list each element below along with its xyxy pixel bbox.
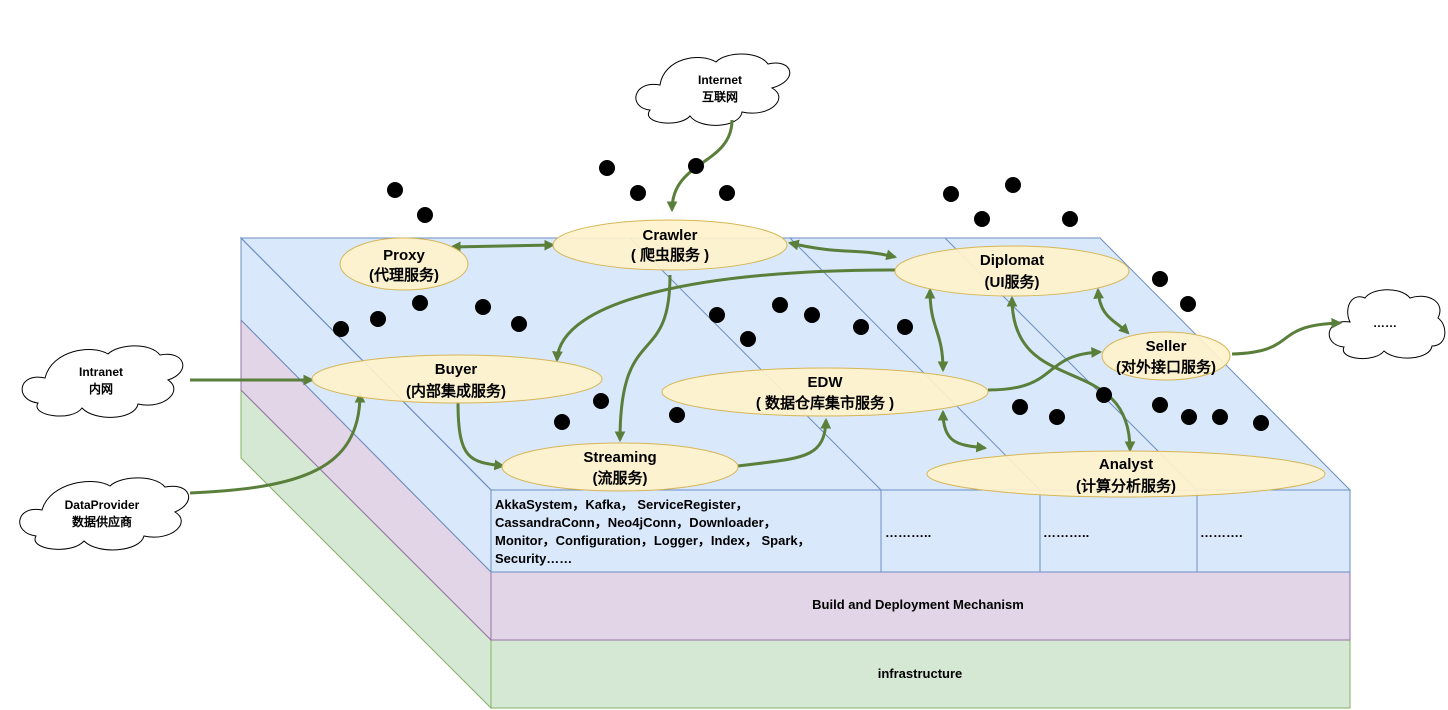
arrow-diplomat-buyer	[552, 268, 896, 363]
diplomat-name: Diplomat	[980, 252, 1044, 269]
internet-cloud: Internet 互联网	[635, 53, 791, 126]
service-crawler: Crawler ( 爬虫服务 )	[552, 219, 788, 271]
internet-label: Internet	[698, 73, 742, 87]
proxy-name: Proxy	[383, 247, 425, 264]
crawler-name: Crawler	[642, 227, 697, 244]
service-buyer: Buyer (内部集成服务)	[311, 354, 603, 404]
arrow-crawler-streaming	[614, 274, 672, 443]
service-analyst: Analyst (计算分析服务)	[926, 450, 1326, 498]
streaming-desc: (流服务)	[593, 469, 648, 487]
external-label: ……	[1373, 316, 1397, 330]
library-placeholder-box	[1196, 489, 1351, 573]
arrow-seller-external	[1231, 317, 1343, 356]
buyer-name: Buyer	[435, 361, 478, 378]
build-deployment-label: Build and Deployment Mechanism	[812, 597, 1024, 612]
external-cloud: ……	[1328, 289, 1446, 360]
crawler-desc: ( 爬虫服务 )	[631, 246, 709, 264]
edw-desc: ( 数据仓库集市服务 )	[756, 394, 894, 412]
analyst-name: Analyst	[1099, 456, 1153, 473]
libraries-line-3: Monitor，Configuration，Logger，Index， Spar…	[495, 533, 811, 548]
dataprovider-sublabel: 数据供应商	[72, 514, 132, 529]
arrow-diplomat-analyst	[1006, 295, 1136, 453]
infrastructure-label: infrastructure	[878, 666, 963, 681]
connections	[189, 119, 1343, 495]
arrow-edw-seller	[987, 347, 1103, 392]
analyst-desc: (计算分析服务)	[1076, 477, 1176, 495]
service-edw: EDW ( 数据仓库集市服务 )	[661, 367, 989, 417]
service-diplomat: Diplomat (UI服务)	[894, 245, 1130, 297]
actor-icon	[592, 160, 622, 232]
seller-name: Seller	[1146, 338, 1187, 355]
internet-sublabel: 互联网	[702, 90, 738, 104]
actor-icon	[681, 158, 711, 230]
edw-name: EDW	[808, 374, 844, 391]
intranet-sublabel: 内网	[89, 381, 113, 396]
intranet-cloud: Intranet 内网	[21, 345, 184, 418]
libraries-line-1: AkkaSystem，Kafka， ServiceRegister，	[495, 497, 749, 512]
library-placeholder: ……….	[1200, 525, 1243, 540]
arrow-edw-analyst	[937, 409, 988, 453]
arrow-dataprovider-buyer	[189, 391, 366, 495]
arrow-proxy-crawler	[449, 239, 556, 253]
streaming-name: Streaming	[583, 449, 656, 466]
arrow-diplomat-edw	[924, 287, 949, 373]
dataprovider-cloud: DataProvider 数据供应商	[19, 477, 190, 551]
diplomat-desc: (UI服务)	[985, 273, 1040, 291]
arrow-buyer-streaming	[456, 401, 506, 471]
library-placeholder-box	[1039, 489, 1198, 573]
service-proxy: Proxy (代理服务)	[339, 237, 469, 291]
infrastructure-layer: infrastructure	[240, 388, 1351, 710]
proxy-desc: (代理服务)	[369, 266, 439, 284]
service-seller: Seller (对外接口服务)	[1101, 331, 1231, 381]
libraries-line-4: Security……	[495, 551, 572, 566]
service-streaming: Streaming (流服务)	[501, 442, 739, 492]
arrow-crawler-diplomat	[787, 239, 898, 261]
buyer-desc: (内部集成服务)	[406, 382, 506, 400]
library-placeholder-box	[880, 489, 1041, 573]
common-libraries-box	[490, 489, 882, 573]
intranet-label: Intranet	[79, 365, 123, 379]
library-placeholder: ………..	[1043, 525, 1089, 540]
libraries-line-2: CassandraConn，Neo4jConn，Downloader，	[495, 515, 777, 530]
seller-desc: (对外接口服务)	[1116, 358, 1216, 376]
dataprovider-label: DataProvider	[65, 498, 140, 512]
arrow-streaming-edw	[737, 417, 832, 468]
library-placeholder: ………..	[885, 525, 931, 540]
